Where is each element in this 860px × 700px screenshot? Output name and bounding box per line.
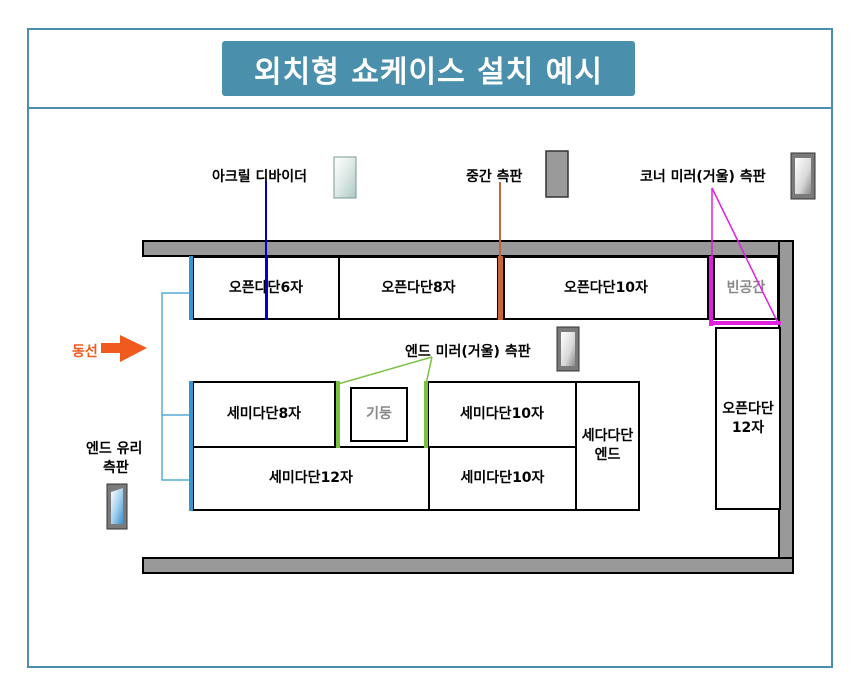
middle-side-panel-line xyxy=(498,256,503,320)
page-title: 외치형 쇼케이스 설치 예시 xyxy=(222,41,635,96)
title-divider xyxy=(29,107,831,109)
label-flow: 동선 xyxy=(72,344,98,360)
fixture-pillar: 기둥 xyxy=(350,387,408,442)
flow-arrow-icon xyxy=(101,335,147,362)
label-middle-side-panel: 중간 측판 xyxy=(466,169,523,185)
label-acrylic-divider: 아크릴 디바이더 xyxy=(212,169,308,185)
fixture-right-open-12: 오픈다단 12자 xyxy=(715,327,781,510)
end-glass-panel-top xyxy=(189,256,193,320)
acrylic-divider-line xyxy=(265,256,268,320)
fixture-upright-end-line1: 세다다단 xyxy=(581,428,634,445)
fixture-semi-12: 세미다단12자 xyxy=(192,446,430,511)
fixture-upright-end-line2: 엔드 xyxy=(594,447,621,463)
fixture-upright-end: 세다다단 엔드 xyxy=(575,381,640,511)
end-glass-panel-semi12 xyxy=(189,446,193,511)
label-corner-mirror-panel: 코너 미러(거울) 측판 xyxy=(640,169,766,185)
fixture-right-open-12-line1: 오픈다단 xyxy=(722,400,774,417)
label-end-mirror-panel: 엔드 미러(거울) 측판 xyxy=(405,344,531,360)
end-mirror-line-left xyxy=(336,381,340,448)
diagram-frame xyxy=(27,28,833,668)
end-mirror-panel-icon xyxy=(556,326,580,372)
fixture-top-open-10: 오픈다단10자 xyxy=(503,256,709,320)
end-glass-panel-semi8 xyxy=(189,381,193,448)
wall-bottom xyxy=(142,557,794,574)
fixture-semi-10-bottom: 세미다단10자 xyxy=(428,446,577,511)
connector-corner-mirror xyxy=(711,187,779,324)
label-end-glass-line1: 엔드 유리 xyxy=(86,441,143,457)
label-end-glass-line2: 측판 xyxy=(103,460,129,476)
acrylic-divider-icon xyxy=(333,156,357,199)
connector-end-mirror xyxy=(337,356,433,385)
corner-mirror-panel-icon xyxy=(790,152,816,200)
end-glass-panel-icon xyxy=(106,483,128,530)
corner-mirror-line-vertical xyxy=(709,256,713,326)
middle-side-panel-icon xyxy=(545,150,569,198)
corner-mirror-line-horizontal xyxy=(709,321,781,325)
fixture-right-open-12-line2: 12자 xyxy=(731,419,765,436)
end-mirror-line-right xyxy=(424,381,428,448)
connector-end-glass xyxy=(161,292,190,481)
